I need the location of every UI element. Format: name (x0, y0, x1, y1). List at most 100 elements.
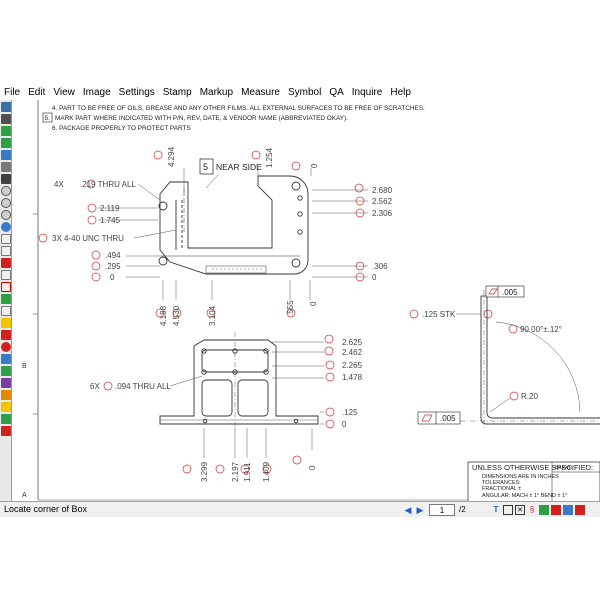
dim-555: .555 (286, 300, 295, 316)
symbol-icon[interactable] (1, 414, 11, 424)
back-icon[interactable] (1, 138, 11, 148)
dim-1911: 1.911 (243, 462, 252, 482)
arrow-icon[interactable] (1, 366, 11, 376)
eraser-icon[interactable] (1, 426, 11, 436)
menu-measure[interactable]: Measure (241, 87, 280, 98)
select-icon[interactable] (1, 234, 11, 244)
title-drawn-label: DRAWN (555, 465, 572, 470)
dim-306: .306 (372, 262, 388, 271)
menu-view[interactable]: View (53, 87, 75, 98)
forward-icon[interactable] (1, 126, 11, 136)
title-line-2: DIMENSIONS ARE IN INCHES (482, 474, 559, 480)
save-icon[interactable] (1, 114, 11, 124)
checkbox-icon[interactable]: ✕ (515, 505, 525, 515)
near-side-label: NEAR SIDE (216, 162, 262, 172)
dim-1478: 1.478 (342, 373, 363, 382)
dim-125: .125 (342, 408, 358, 417)
dim-2265: 2.265 (342, 361, 363, 370)
zone-label-b: B (22, 363, 27, 370)
hyperlink-icon[interactable] (1, 390, 11, 400)
stamp-icon[interactable] (1, 330, 11, 340)
box-icon[interactable] (503, 505, 513, 515)
rectangle-icon[interactable] (1, 306, 11, 316)
balloon-icon[interactable] (1, 342, 11, 352)
dim-2462: 2.462 (342, 348, 363, 357)
line-icon[interactable] (1, 270, 11, 280)
prev-page-icon[interactable]: ◀ (404, 505, 412, 515)
flatness-symbol-bottom-icon (421, 414, 433, 422)
print-stamp-icon[interactable] (551, 505, 561, 515)
menu-stamp[interactable]: Stamp (162, 87, 192, 98)
dim-flat-top: .005 (502, 288, 518, 297)
zoom-out-icon[interactable] (1, 198, 11, 208)
status-text: Locate corner of Box (4, 504, 88, 514)
dim-0-front-bottom: 0 (308, 465, 317, 470)
print-icon[interactable] (1, 162, 11, 172)
dim-3104: 3.104 (208, 305, 217, 326)
menu-inquire[interactable]: Inquire (351, 87, 383, 98)
menu-help[interactable]: Help (390, 87, 411, 98)
polygon-icon[interactable] (1, 378, 11, 388)
near-side-number: 5 (203, 162, 208, 172)
dim-stk: .125 STK (422, 310, 456, 319)
menu-edit[interactable]: Edit (28, 87, 46, 98)
title-line-3: TOLERANCES: (482, 480, 521, 486)
zoom-in-icon[interactable] (1, 186, 11, 196)
menu-markup[interactable]: Markup (199, 87, 234, 98)
title-line-1: UNLESS OTHERWISE SPECIFIED: (472, 463, 593, 472)
note-5-number: 5. (45, 115, 51, 122)
dim-radius: R.20 (521, 392, 538, 401)
dim-494: .494 (105, 251, 121, 260)
dim-0-front-right: 0 (342, 420, 347, 429)
title-line-4: FRACTIONAL ± (482, 486, 521, 492)
markup-icon[interactable] (539, 505, 549, 515)
text-markup-icon[interactable] (1, 282, 11, 292)
top-view (158, 175, 309, 275)
dim-2625: 2.625 (342, 338, 363, 347)
dim-4294: 4.294 (167, 146, 176, 167)
menu-image[interactable]: Image (82, 87, 111, 98)
page-number-input[interactable] (429, 504, 455, 516)
cloud-icon[interactable] (1, 354, 11, 364)
open-icon[interactable] (1, 102, 11, 112)
dim-tap-spec: 3X 4-40 UNC THRU (52, 234, 124, 243)
dim-4188: 4.188 (159, 305, 168, 326)
front-view (159, 332, 319, 432)
redline-icon[interactable]: § (529, 505, 535, 514)
flag-icon[interactable] (575, 505, 585, 515)
dim-flat-bottom: .005 (440, 414, 456, 423)
measure-icon[interactable] (1, 246, 11, 256)
title-block: UNLESS OTHERWISE SPECIFIED: DIMENSIONS A… (467, 461, 600, 503)
dim-hole-6x: 6X (90, 382, 100, 391)
inspection-balloons (38, 150, 519, 474)
dim-0-bottom: 0 (309, 301, 318, 306)
next-page-icon[interactable]: ▶ (416, 505, 424, 515)
dim-2119: 2.119 (100, 204, 120, 213)
side-view (440, 290, 600, 430)
dim-3299: 3.299 (200, 461, 209, 482)
dim-2197: 2.197 (231, 461, 240, 482)
dim-angle: 90.00°±.12° (520, 325, 562, 334)
highlight-icon[interactable] (1, 294, 11, 304)
title-line-5: ANGULAR: MACH ± 1° BEND ± 1° (482, 493, 567, 499)
menu-settings[interactable]: Settings (118, 87, 155, 98)
question-icon[interactable] (1, 402, 11, 412)
drawing-canvas[interactable]: B A 4. PART TO BE FREE OF OILS, GREASE A… (13, 100, 600, 503)
menu-bar: File Edit View Image Settings Stamp Mark… (0, 85, 600, 100)
pan-icon[interactable] (1, 222, 11, 232)
bookmark-icon[interactable] (563, 505, 573, 515)
pen-icon[interactable] (1, 258, 11, 268)
menu-symbol[interactable]: Symbol (287, 87, 322, 98)
dim-1409: 1.409 (262, 461, 271, 482)
menu-qa[interactable]: QA (329, 87, 344, 98)
rotate-icon[interactable] (1, 150, 11, 160)
note-4: 4. PART TO BE FREE OF OILS, GREASE AND A… (52, 105, 425, 112)
zoom-window-icon[interactable] (1, 210, 11, 220)
note-icon[interactable] (1, 318, 11, 328)
text-tool-icon[interactable]: T (493, 505, 499, 514)
left-toolbar (0, 100, 12, 501)
dim-1254: 1.254 (265, 147, 274, 168)
dim-0-top: 0 (310, 163, 319, 168)
fit-page-icon[interactable] (1, 174, 11, 184)
menu-file[interactable]: File (4, 87, 21, 98)
